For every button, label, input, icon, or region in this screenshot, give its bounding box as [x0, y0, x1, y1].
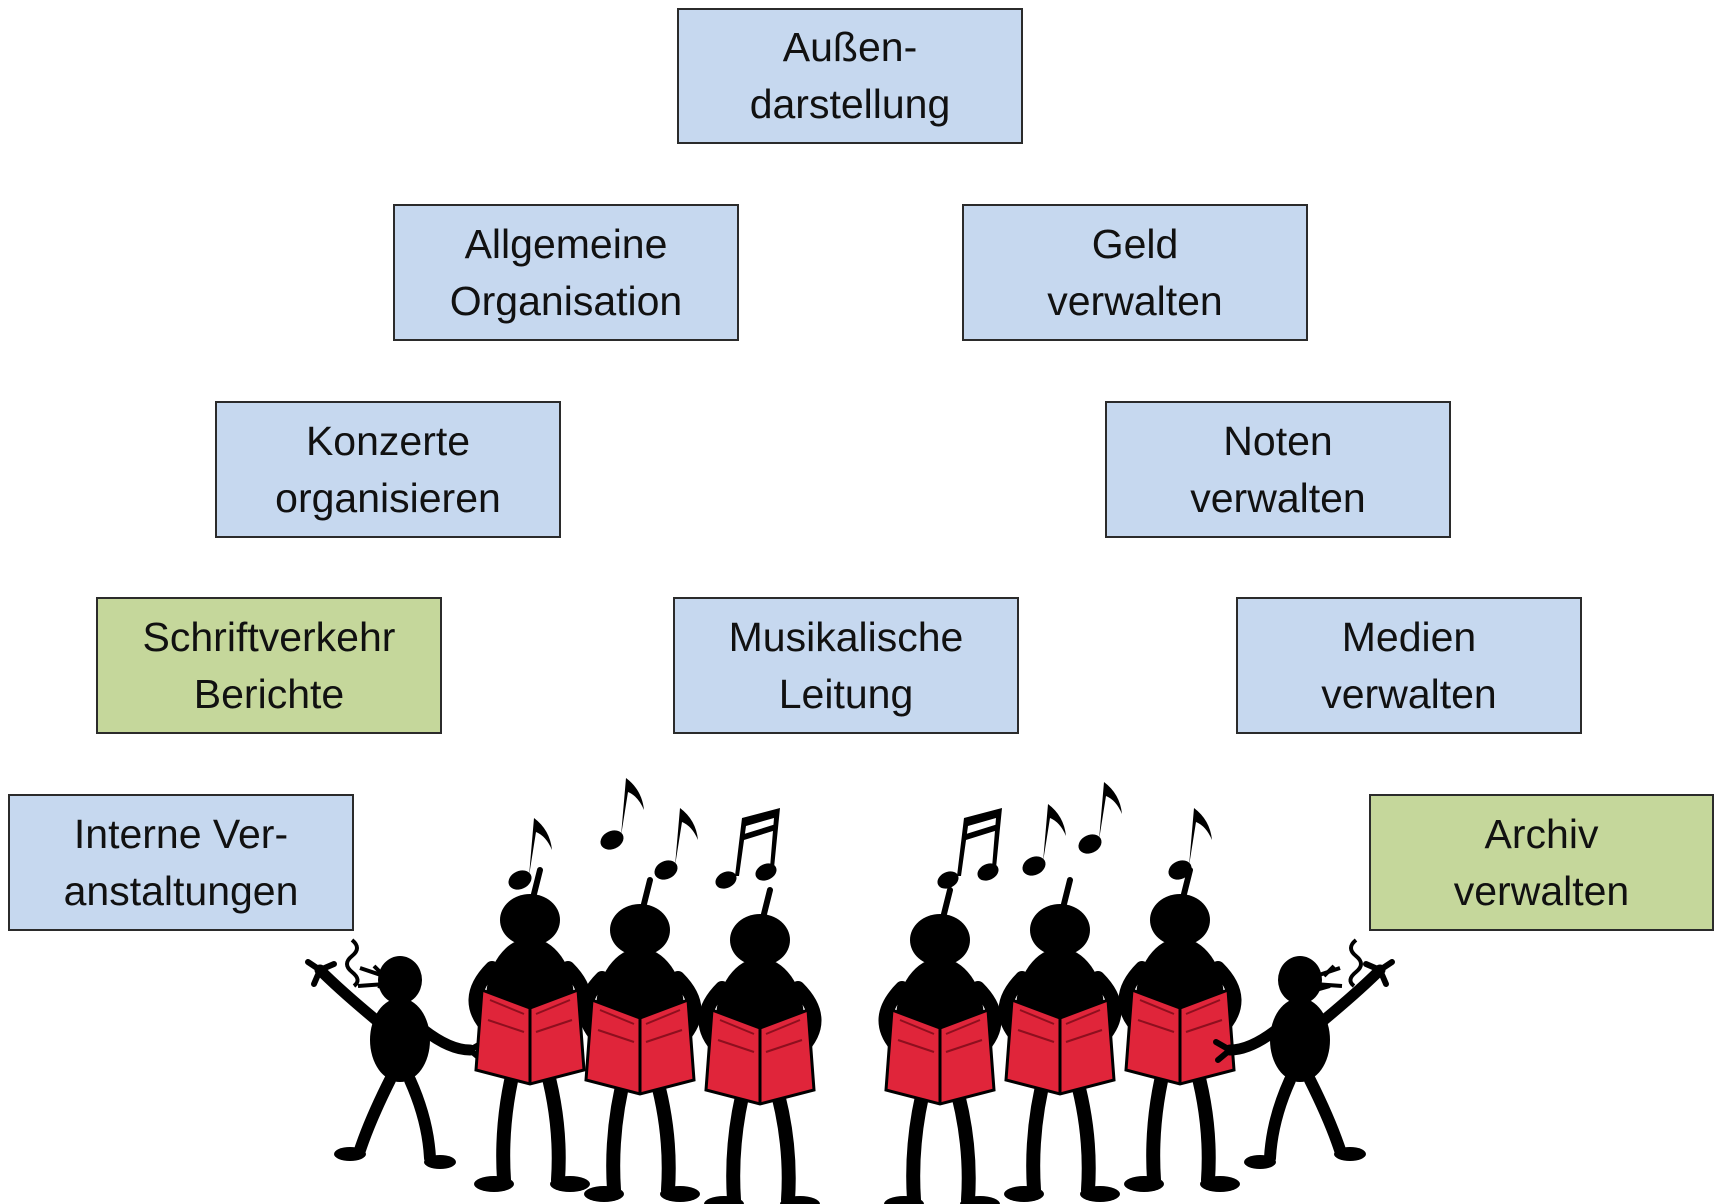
- box-line: Musikalische: [728, 613, 964, 660]
- singer-figure-icon: [884, 890, 1000, 1204]
- eighth-note-icon: [505, 818, 552, 894]
- box-line: Organisation: [449, 277, 683, 324]
- box-medien-verwalten: Medien verwalten: [1236, 597, 1582, 734]
- sixteenth-note-icon: [934, 808, 1002, 892]
- box-line: Medien: [1341, 613, 1477, 660]
- box-line: Berichte: [193, 670, 345, 717]
- singer-figure-icon: [1216, 956, 1392, 1169]
- box-line: organisieren: [275, 474, 501, 521]
- box-geld-verwalten: Geld verwalten: [962, 204, 1308, 341]
- box-line: Schriftverkehr: [142, 613, 396, 660]
- box-konzerte-organisieren: Konzerte organisieren: [215, 401, 561, 538]
- box-line: verwalten: [1321, 670, 1497, 717]
- box-line: anstaltungen: [63, 867, 299, 914]
- box-interne-veranstaltungen: Interne Ver- anstaltungen: [8, 794, 354, 931]
- singer-figure-icon: [584, 880, 700, 1202]
- box-line: Geld: [1091, 220, 1179, 267]
- singer-figure-icon: [704, 890, 820, 1204]
- singer-figure-icon: [474, 870, 590, 1192]
- sound-wave-icon: [345, 938, 360, 988]
- box-musikalische-leitung: Musikalische Leitung: [673, 597, 1019, 734]
- singer-figure-icon: [1124, 870, 1240, 1192]
- box-line: Allgemeine: [464, 220, 668, 267]
- box-schriftverkehr-berichte: Schriftverkehr Berichte: [96, 597, 442, 734]
- box-line: verwalten: [1453, 867, 1630, 914]
- box-line: Außen-: [782, 24, 918, 70]
- box-line: Noten: [1223, 417, 1333, 464]
- box-archiv-verwalten: Archiv verwalten: [1369, 794, 1714, 931]
- box-line: verwalten: [1047, 277, 1223, 324]
- box-noten-verwalten: Noten verwalten: [1105, 401, 1451, 538]
- eighth-note-icon: [651, 808, 698, 884]
- box-line: Leitung: [778, 670, 914, 717]
- box-line: Archiv: [1484, 810, 1599, 857]
- singer-figure-icon: [1004, 880, 1120, 1202]
- eighth-note-icon: [1075, 782, 1122, 858]
- sound-wave-icon: [1348, 938, 1363, 988]
- box-line: Interne Ver-: [73, 810, 289, 857]
- singer-figure-icon: [308, 956, 484, 1169]
- eighth-note-icon: [597, 778, 644, 854]
- box-aussendarstellung: Außen- darstellung: [677, 8, 1023, 144]
- eighth-note-icon: [1019, 804, 1066, 880]
- box-line: darstellung: [749, 81, 951, 127]
- box-line: Konzerte: [305, 417, 471, 464]
- sixteenth-note-icon: [712, 808, 780, 892]
- box-line: verwalten: [1190, 474, 1366, 521]
- box-allgemeine-organisation: Allgemeine Organisation: [393, 204, 739, 341]
